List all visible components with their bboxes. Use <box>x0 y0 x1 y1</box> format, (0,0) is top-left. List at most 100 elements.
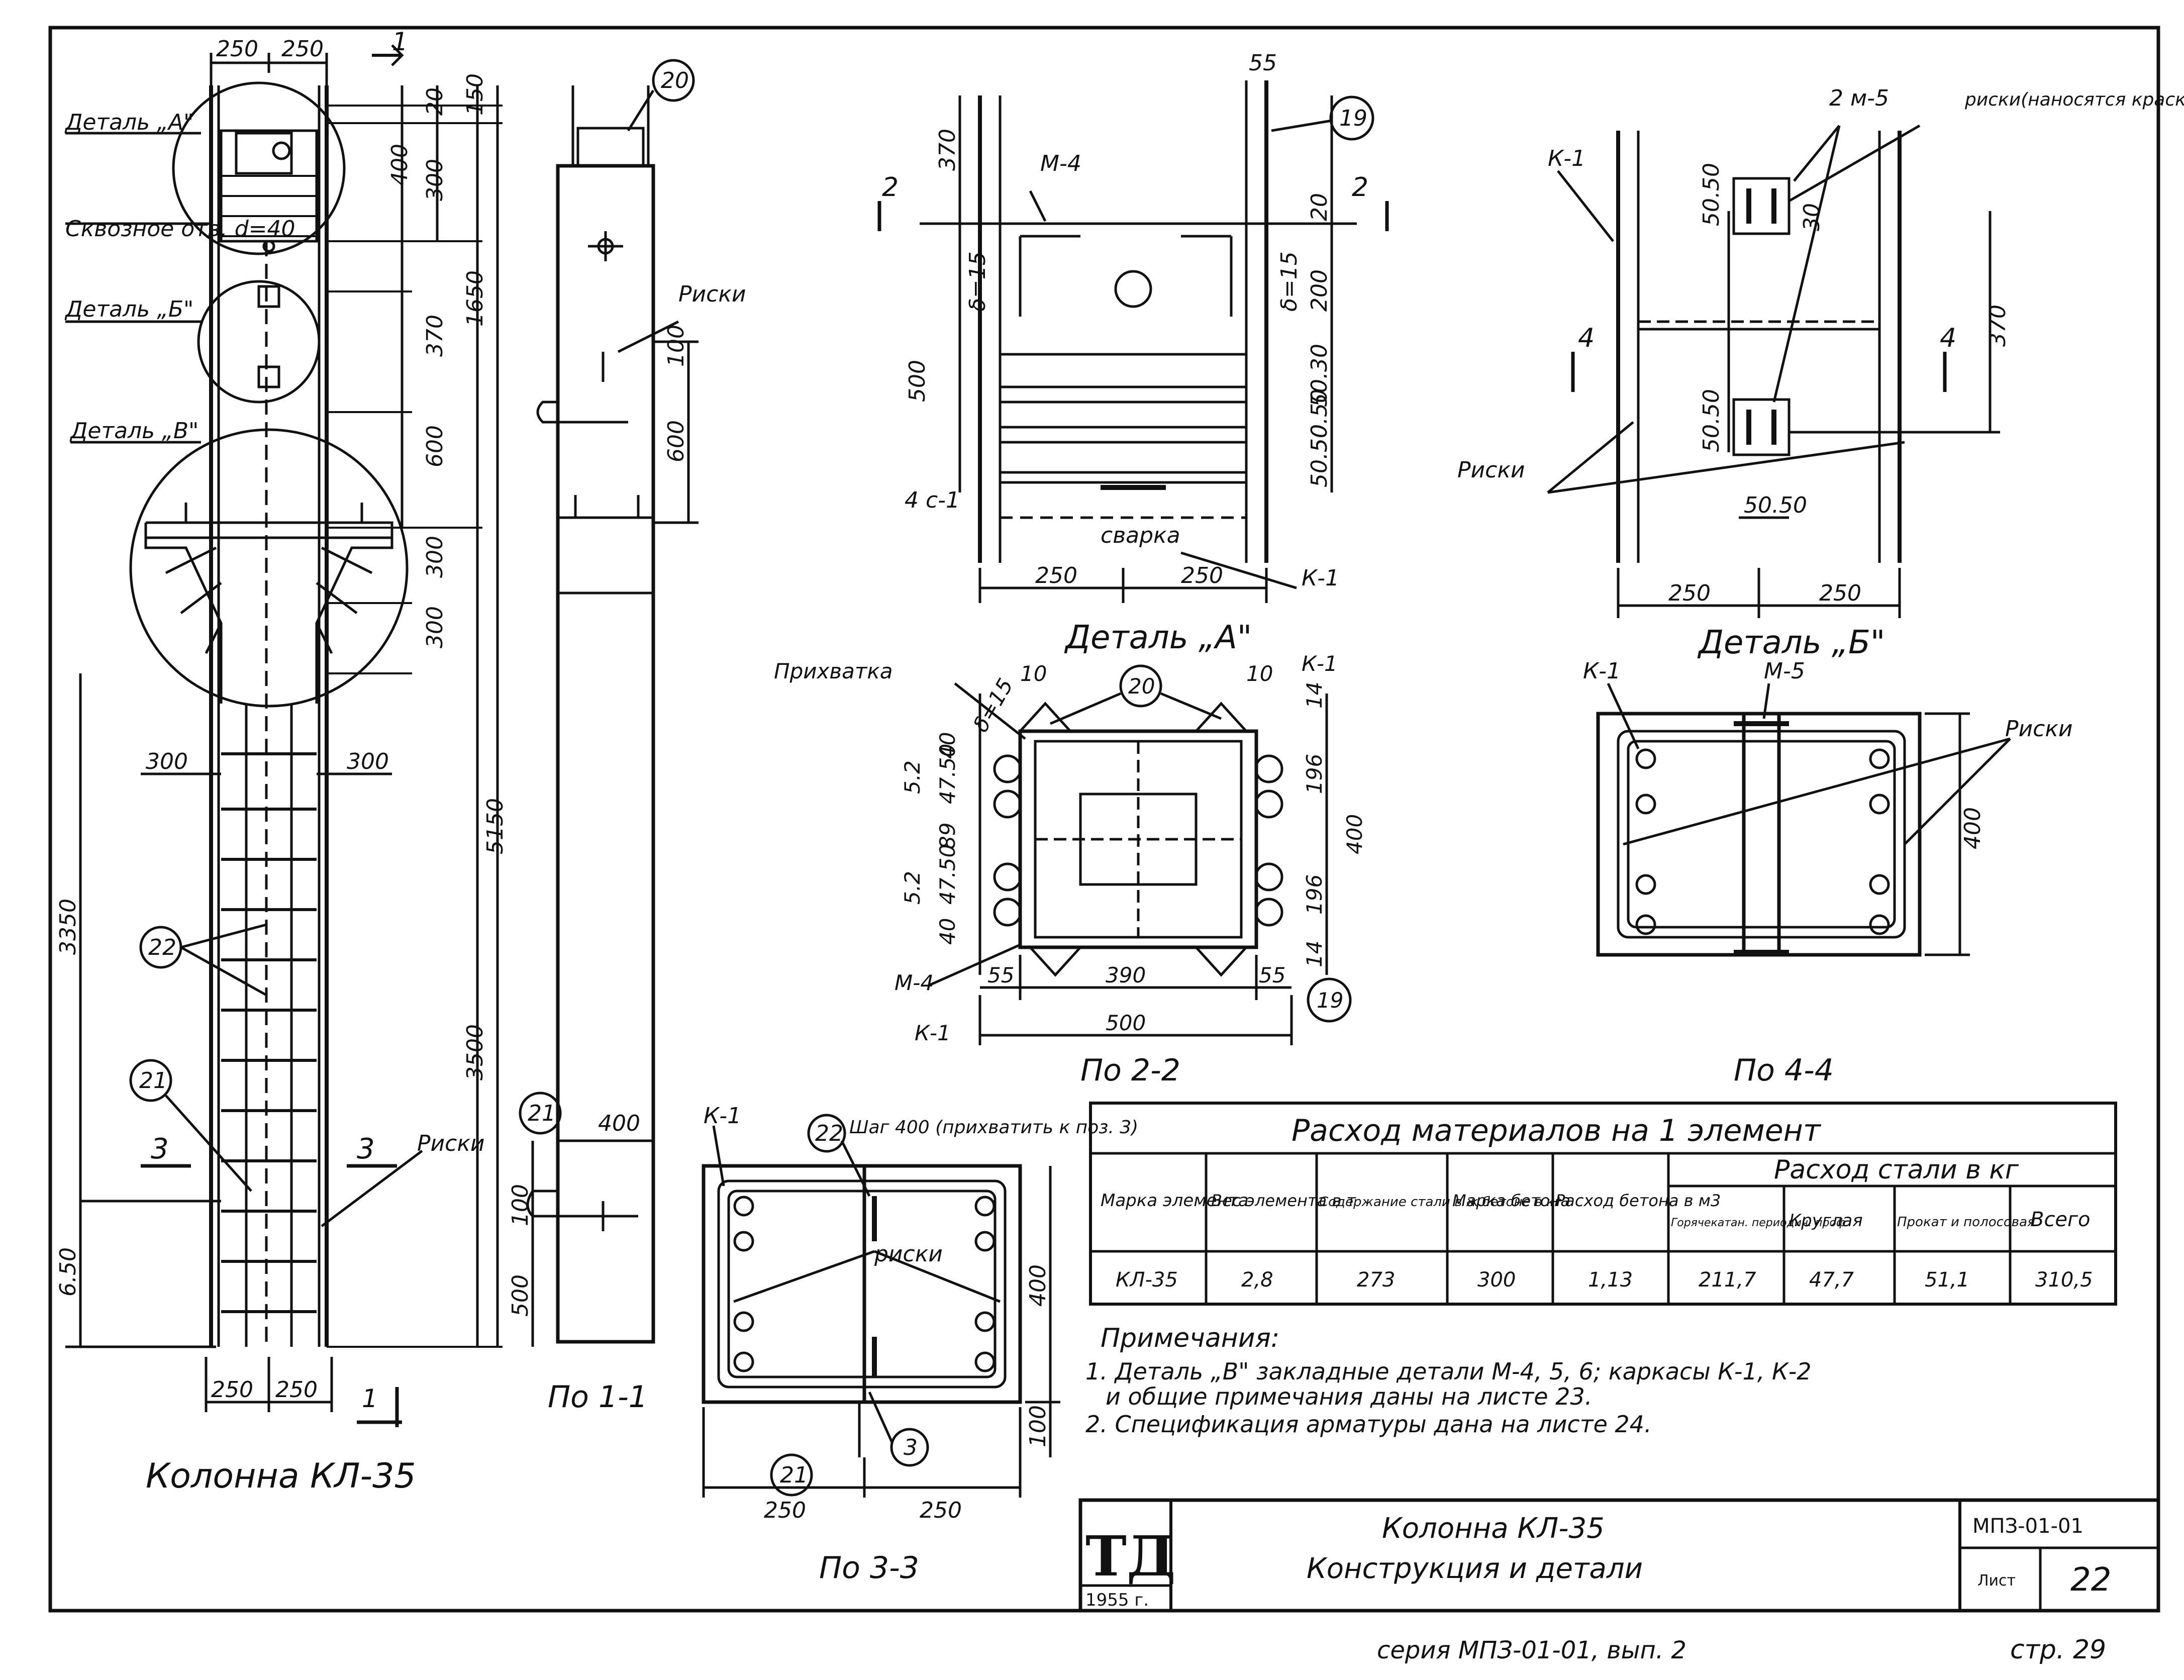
column-mark-22: 22 <box>148 935 176 960</box>
detail-b-drawing <box>1547 124 2000 618</box>
column-dim-150: 150 <box>462 73 488 116</box>
sec33-dim-250a: 250 <box>764 1498 806 1523</box>
sec22-dim-left-89: 89 <box>935 823 960 849</box>
column-dim-top-2: 250 <box>281 36 324 62</box>
sec22-dim-right-14b: 14 <box>1302 941 1327 967</box>
sec11-mark-20: 20 <box>661 68 689 93</box>
column-dim-300: 300 <box>422 159 448 201</box>
sec11-dim-500: 500 <box>508 1274 533 1317</box>
detail-a-dim-5050a: 50.50 <box>1307 389 1332 452</box>
materials-group-header: Расход стали в кг <box>1774 1155 2019 1185</box>
sec22-label-k1-bottom: К-1 <box>915 1021 951 1045</box>
detail-a-dim-5050b: 50.50 <box>1307 424 1332 487</box>
sec22-dim-left-52a: 5.2 <box>900 760 925 794</box>
materials-header-mark: Марка элемента <box>1101 1191 1249 1211</box>
column-dim-600: 600 <box>422 425 448 467</box>
column-dim-20: 20 <box>422 87 448 116</box>
notes-item-1-cont: и общие примечания даны на листе 23. <box>1106 1383 1592 1410</box>
column-dim-3350: 3350 <box>55 899 81 955</box>
detail-b-cut-left: 4 <box>1578 323 1595 353</box>
detail-a-label-k1: К-1 <box>1302 565 1339 591</box>
sec33-label-step: Шаг 400 (прихватить к поз. 3) <box>849 1117 1138 1138</box>
detail-a-title: Деталь „А" <box>1064 619 1252 656</box>
materials-header-strip: Прокат и полосовая <box>1897 1215 2035 1230</box>
materials-header-concrete-mark: Марка бетона <box>1452 1191 1570 1210</box>
column-dim-top-1: 250 <box>216 36 258 62</box>
detail-b-dim-bottom-1: 250 <box>1668 580 1711 606</box>
sec22-mark-19-circle <box>1307 977 1352 1023</box>
title-line-2: Конструкция и детали <box>1307 1552 1643 1585</box>
column-dim-300b: 300 <box>422 536 448 578</box>
column-dim-300c: 300 <box>422 606 448 648</box>
detail-a-circle <box>172 81 346 255</box>
column-dim-370: 370 <box>422 315 448 357</box>
column-cut-mark-bottom: 1 <box>362 1384 378 1413</box>
sec44-title: По 4-4 <box>1734 1053 1834 1088</box>
sec22-dim-left-52b: 5.2 <box>900 871 925 905</box>
sec22-dim-right-14a: 14 <box>1302 682 1327 709</box>
title-block-grid <box>1078 1498 2160 1613</box>
materials-cell-round: 47,7 <box>1809 1268 1854 1292</box>
column-callout-hole: Сквозное отв. d=40 <box>65 216 295 242</box>
sec22-label-m4: М-4 <box>895 970 934 995</box>
detail-a-dim-20: 20 <box>1307 193 1332 221</box>
materials-cell-mark: КЛ-35 <box>1116 1268 1178 1292</box>
sec22-dim-right-400: 400 <box>1342 814 1367 854</box>
column-dim-1650: 1650 <box>462 270 488 327</box>
materials-table-grid <box>1089 1102 2117 1306</box>
sec11-title: По 1-1 <box>548 1379 648 1415</box>
sec22-dim-left-40a: 40 <box>935 732 960 759</box>
sec33-mark-22: 22 <box>815 1121 843 1146</box>
section-3-3-drawing <box>702 1114 1060 1498</box>
sec22-dim-bottom-55a: 55 <box>987 963 1014 987</box>
detail-b-dim-5050-mid: 50.50 <box>1699 389 1724 452</box>
sec22-dim-bottom-55b: 55 <box>1259 963 1285 987</box>
detail-a-mark-19: 19 <box>1339 106 1367 131</box>
detail-b-dim-5050-bottom: 50.50 <box>1744 492 1807 518</box>
column-callout-b: Деталь „Б" <box>64 297 193 322</box>
title-sheet-label: Лист <box>1977 1572 2016 1590</box>
column-dim-650: 6.50 <box>55 1247 81 1297</box>
column-dim-5150: 5150 <box>482 798 508 854</box>
sec33-label-risks: риски <box>874 1241 943 1267</box>
sec33-dim-400: 400 <box>1025 1264 1051 1307</box>
detail-b-cut-right: 4 <box>1940 323 1956 353</box>
sec22-label-k1-top: К-1 <box>1302 651 1338 676</box>
column-dim-side-2: 300 <box>347 749 389 774</box>
sec11-dim-100b: 100 <box>508 1184 533 1226</box>
sec33-dim-250b: 250 <box>920 1498 962 1523</box>
mark-21-circle <box>129 1059 172 1102</box>
detail-b-circle <box>197 280 321 404</box>
sec11-dim-600: 600 <box>663 420 689 462</box>
column-mark-21: 21 <box>139 1068 167 1094</box>
materials-cell-concrete-mark: 300 <box>1477 1268 1516 1292</box>
detail-b-label-k1: К-1 <box>1548 146 1585 171</box>
materials-header-weight: Вес элемента в т <box>1211 1191 1356 1210</box>
detail-b-dim-30: 30 <box>1799 203 1825 231</box>
materials-cell-weight: 2,8 <box>1241 1268 1273 1292</box>
detail-a-cut-right: 2 <box>1352 172 1368 203</box>
sec33-mark-21-circle <box>770 1453 813 1497</box>
column-section-mark-left: 3 <box>151 1133 169 1165</box>
detail-b-dim-5050-top: 50.50 <box>1699 163 1724 226</box>
detail-a-weld-left: δ=15 <box>965 251 990 312</box>
title-series-code: МПЗ-01-01 <box>1972 1515 2083 1538</box>
column-dim-bottom-2: 250 <box>275 1377 318 1403</box>
sec11-dim-400: 400 <box>598 1111 640 1136</box>
title-sheet-number: 22 <box>2070 1561 2111 1599</box>
sec22-dim-bottom-500: 500 <box>1106 1011 1146 1035</box>
sec22-dim-left-4750b: 47.50 <box>935 844 960 905</box>
column-dim-3500: 3500 <box>462 1024 488 1080</box>
footer-series: серия МПЗ-01-01, вып. 2 <box>1377 1636 1686 1664</box>
detail-a-cut-left: 2 <box>882 172 899 203</box>
sec33-mark-22-circle <box>807 1114 846 1153</box>
notes-item-1: 1. Деталь „В" закладные детали М-4, 5, 6… <box>1085 1358 1812 1385</box>
title-year: 1955 г. <box>1085 1590 1149 1610</box>
detail-a-label-4c1: 4 с-1 <box>905 487 960 513</box>
column-dim-400: 400 <box>387 144 413 186</box>
sec11-mark-20-circle <box>652 59 695 102</box>
sec11-risk-label: Риски <box>678 281 746 307</box>
detail-b-dim-370: 370 <box>1985 305 2011 347</box>
column-risk-label: Риски <box>417 1131 485 1156</box>
